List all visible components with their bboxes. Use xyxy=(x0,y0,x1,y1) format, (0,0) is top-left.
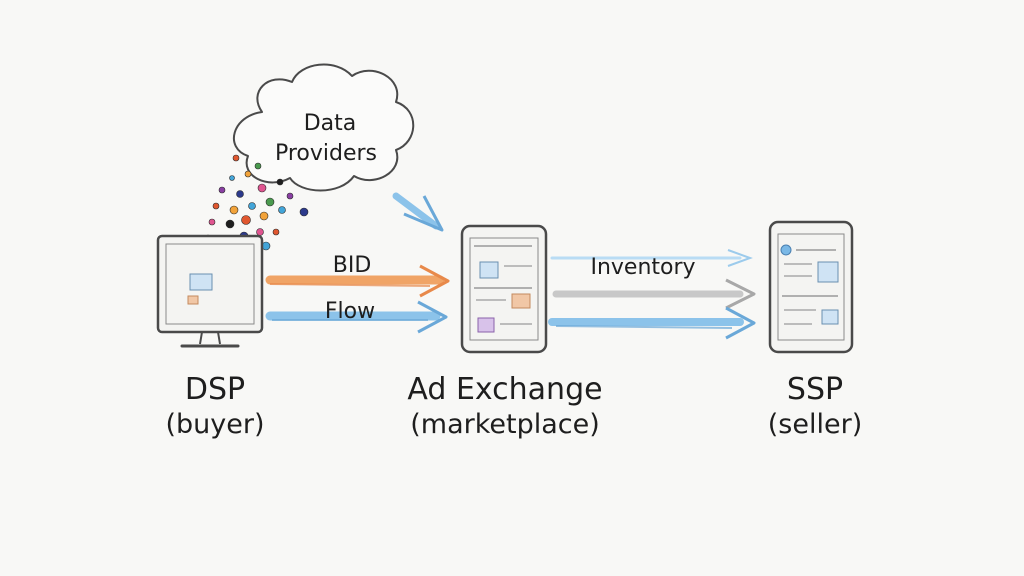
inventory-arrow-top xyxy=(550,249,753,267)
ssp-device-icon xyxy=(768,220,854,354)
cloud-label-line1: Data xyxy=(304,111,357,136)
exchange-subtitle: (marketplace) xyxy=(410,409,600,440)
data-particle-dot xyxy=(265,197,275,207)
ssp-subtitle: (seller) xyxy=(767,409,863,440)
data-particle-dot xyxy=(241,215,251,225)
data-particle-dot xyxy=(254,162,262,170)
data-particle-dot xyxy=(286,192,294,200)
data-particle-dot xyxy=(218,186,226,194)
data-providers-cloud: Data Providers xyxy=(232,63,415,192)
ssp-title: SSP xyxy=(786,372,844,407)
data-particle-dot xyxy=(232,154,240,162)
data-particle-dot xyxy=(256,228,264,236)
data-particle-dot xyxy=(225,219,235,229)
dsp-title: DSP xyxy=(184,372,246,407)
data-particle-dot xyxy=(299,207,309,217)
cloud-to-exchange-arrow xyxy=(392,192,444,232)
data-particle-dot xyxy=(257,183,267,193)
bid-arrow xyxy=(265,264,450,298)
data-particle-dot xyxy=(244,170,252,178)
data-particle-dot xyxy=(208,218,216,226)
dsp-label: DSP (buyer) xyxy=(140,372,290,442)
exchange-label: Ad Exchange (marketplace) xyxy=(390,372,620,442)
data-particle-dot xyxy=(229,175,235,181)
inventory-arrow-gray xyxy=(552,278,756,310)
data-particle-dot xyxy=(278,206,286,214)
data-particle-dot xyxy=(229,205,239,215)
cloud-label-line2: Providers xyxy=(275,141,377,166)
inventory-label: Inventory xyxy=(590,255,695,280)
dsp-monitor-icon xyxy=(156,234,264,348)
ssp-label: SSP (seller) xyxy=(740,372,890,442)
bid-label: BID xyxy=(333,253,372,278)
data-particle-dot xyxy=(272,228,280,236)
data-particle-dot xyxy=(212,202,220,210)
inventory-arrow-blue xyxy=(548,306,756,340)
flow-arrow xyxy=(265,300,448,334)
ad-exchange-device-icon xyxy=(460,224,548,354)
exchange-title: Ad Exchange xyxy=(407,372,603,407)
data-particle-dot xyxy=(236,190,244,198)
flow-label: Flow xyxy=(325,299,375,324)
dsp-subtitle: (buyer) xyxy=(165,409,265,440)
data-particle-dot xyxy=(276,178,284,186)
cloud-outline-icon xyxy=(232,63,415,192)
data-particle-dot xyxy=(259,211,269,221)
data-particle-dot xyxy=(248,202,256,210)
